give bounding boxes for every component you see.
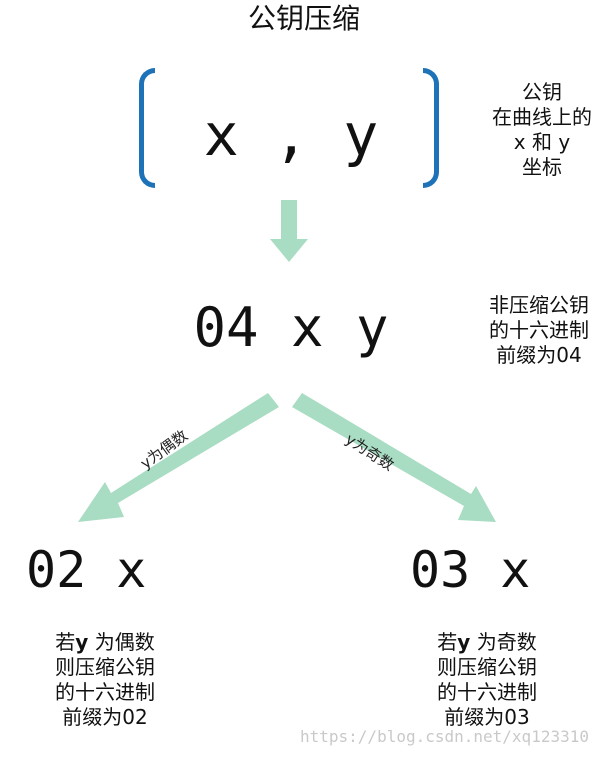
odd-note-condition: 若y 为奇数 bbox=[412, 630, 562, 655]
odd-note-variable: y bbox=[457, 630, 471, 654]
even-note-line: 的十六进制 bbox=[55, 680, 155, 704]
public-key-note-line: 坐标 bbox=[522, 155, 562, 179]
public-key-note: 公钥 在曲线上的 x 和 y 坐标 bbox=[476, 80, 608, 180]
odd-branch-label: y为奇数 bbox=[342, 430, 398, 475]
even-note: 若y 为偶数 则压缩公钥 的十六进制 前缀为02 bbox=[30, 630, 180, 730]
even-note-suffix: 为偶数 bbox=[88, 630, 155, 654]
uncompressed-note-line: 非压缩公钥 bbox=[489, 293, 589, 317]
public-key-coordinates: x , y bbox=[203, 101, 379, 169]
uncompressed-note: 非压缩公钥 的十六进制 前缀为04 bbox=[470, 293, 608, 368]
uncompressed-note-line: 的十六进制 bbox=[489, 318, 589, 342]
public-key-note-line: 公钥 bbox=[522, 80, 562, 104]
odd-note-prefix: 若 bbox=[437, 630, 458, 654]
even-branch-label: y为偶数 bbox=[137, 426, 192, 473]
even-note-prefix: 若 bbox=[55, 630, 76, 654]
odd-note-suffix: 为奇数 bbox=[470, 630, 537, 654]
public-key-note-line: x 和 y bbox=[513, 130, 571, 154]
odd-compressed-key: 03 x bbox=[410, 541, 531, 599]
odd-note-line: 则压缩公钥 bbox=[437, 655, 537, 679]
odd-note: 若y 为奇数 则压缩公钥 的十六进制 前缀为03 bbox=[412, 630, 562, 730]
watermark: https://blog.csdn.net/xq123310 bbox=[300, 727, 589, 746]
even-note-variable: y bbox=[75, 630, 89, 654]
odd-note-line: 前缀为03 bbox=[444, 705, 530, 729]
even-note-condition: 若y 为偶数 bbox=[30, 630, 180, 655]
diagram-title: 公钥压缩 bbox=[247, 2, 360, 35]
even-compressed-key: 02 x bbox=[26, 541, 147, 599]
left-diagonal-arrow bbox=[78, 393, 279, 522]
public-key-note-line: 在曲线上的 bbox=[492, 105, 592, 129]
even-note-line: 前缀为02 bbox=[62, 705, 148, 729]
uncompressed-public-key: 04 x y bbox=[193, 296, 389, 359]
even-note-line: 则压缩公钥 bbox=[55, 655, 155, 679]
uncompressed-note-line: 前缀为04 bbox=[496, 343, 582, 367]
right-bracket bbox=[423, 68, 439, 188]
odd-note-line: 的十六进制 bbox=[437, 680, 537, 704]
down-arrow bbox=[270, 200, 308, 262]
left-bracket bbox=[139, 68, 155, 188]
